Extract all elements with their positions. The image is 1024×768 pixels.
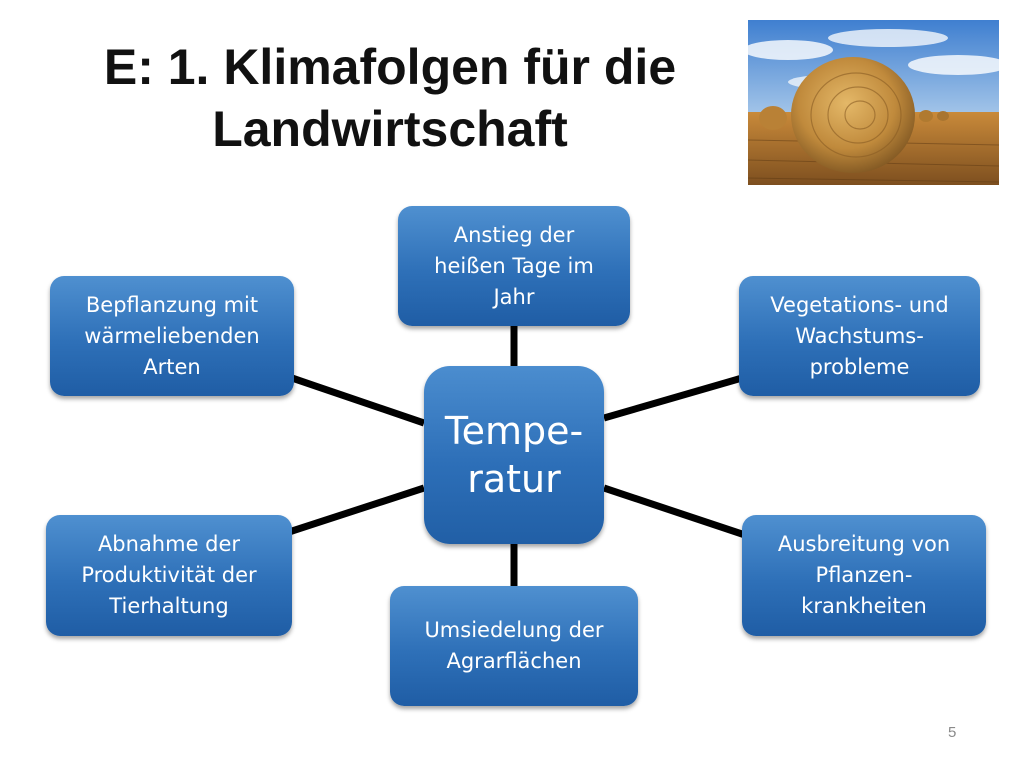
node-livestock-productivity: Abnahme der Produktivität der Tierhaltun… xyxy=(46,515,292,636)
node-temperature-center: Tempe- ratur xyxy=(424,366,604,544)
slide-title-line-2: Landwirtschaft xyxy=(212,101,568,157)
node-relocation-farmland: Umsiedelung der Agrarflächen xyxy=(390,586,638,706)
node-vegetation-problems: Vegetations- und Wachstums- probleme xyxy=(739,276,980,396)
connector-bottom-left xyxy=(287,484,426,536)
node-warmth-loving-species: Bepflanzung mit wärmeliebenden Arten xyxy=(50,276,294,396)
connector-top-left xyxy=(290,374,426,427)
page-number: 5 xyxy=(948,724,957,741)
slide-title: E: 1. Klimafolgen für die Landwirtschaft xyxy=(40,36,740,160)
connector-top-right xyxy=(603,374,743,422)
connector-bottom-right xyxy=(602,484,747,539)
node-hot-days: Anstieg der heißen Tage im Jahr xyxy=(398,206,630,326)
hay-bale-field-photo xyxy=(748,20,999,185)
node-plant-diseases: Ausbreitung von Pflanzen- krankheiten xyxy=(742,515,986,636)
slide-title-line-1: E: 1. Klimafolgen für die xyxy=(103,39,677,95)
